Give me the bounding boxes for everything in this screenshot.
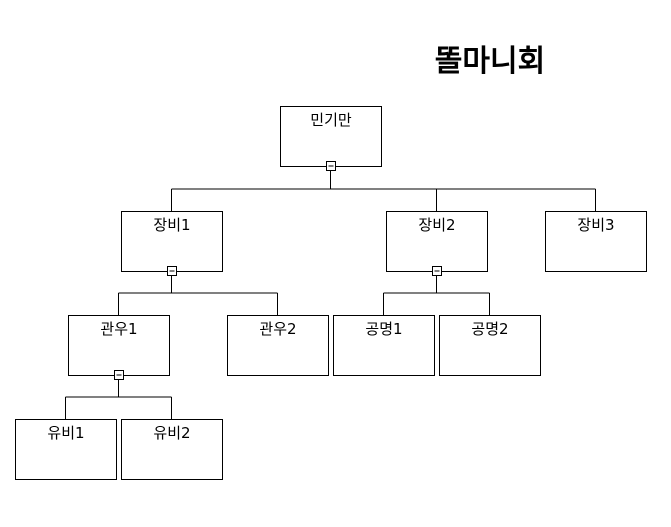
- node-box[interactable]: [386, 211, 488, 272]
- node-box[interactable]: [68, 315, 170, 376]
- node-label: 유비2: [153, 424, 190, 442]
- collapse-toggle-icon[interactable]: [432, 266, 442, 276]
- node-label: 공명2: [471, 320, 508, 338]
- node-label: 장비1: [153, 216, 190, 234]
- node-label: 민기만: [310, 111, 352, 129]
- node-box[interactable]: [15, 419, 117, 480]
- node-box[interactable]: [333, 315, 435, 376]
- node-label: 공명1: [365, 320, 402, 338]
- node-label: 장비3: [577, 216, 614, 234]
- org-node-yb1[interactable]: 유비1: [15, 419, 117, 480]
- org-node-gm2[interactable]: 공명2: [439, 315, 541, 376]
- collapse-toggle-icon[interactable]: [326, 161, 336, 171]
- node-label: 관우1: [100, 320, 137, 338]
- org-node-eq1[interactable]: 장비1: [121, 211, 223, 272]
- connector-layer: [65, 166, 596, 419]
- node-box[interactable]: [439, 315, 541, 376]
- node-box[interactable]: [121, 419, 223, 480]
- org-node-gw1[interactable]: 관우1: [68, 315, 170, 376]
- node-label: 관우2: [259, 320, 296, 338]
- node-box[interactable]: [280, 106, 382, 167]
- node-box[interactable]: [545, 211, 647, 272]
- collapse-toggle-icon[interactable]: [114, 370, 124, 380]
- org-node-gm1[interactable]: 공명1: [333, 315, 435, 376]
- toggle-layer: [114, 161, 442, 380]
- node-label: 유비1: [47, 424, 84, 442]
- node-label: 장비2: [418, 216, 455, 234]
- collapse-toggle-icon[interactable]: [167, 266, 177, 276]
- chart-title: 똘마니회: [434, 44, 546, 79]
- org-node-eq2[interactable]: 장비2: [386, 211, 488, 272]
- org-node-yb2[interactable]: 유비2: [121, 419, 223, 480]
- node-box[interactable]: [227, 315, 329, 376]
- org-node-eq3[interactable]: 장비3: [545, 211, 647, 272]
- org-node-root[interactable]: 민기만: [280, 106, 382, 167]
- org-node-gw2[interactable]: 관우2: [227, 315, 329, 376]
